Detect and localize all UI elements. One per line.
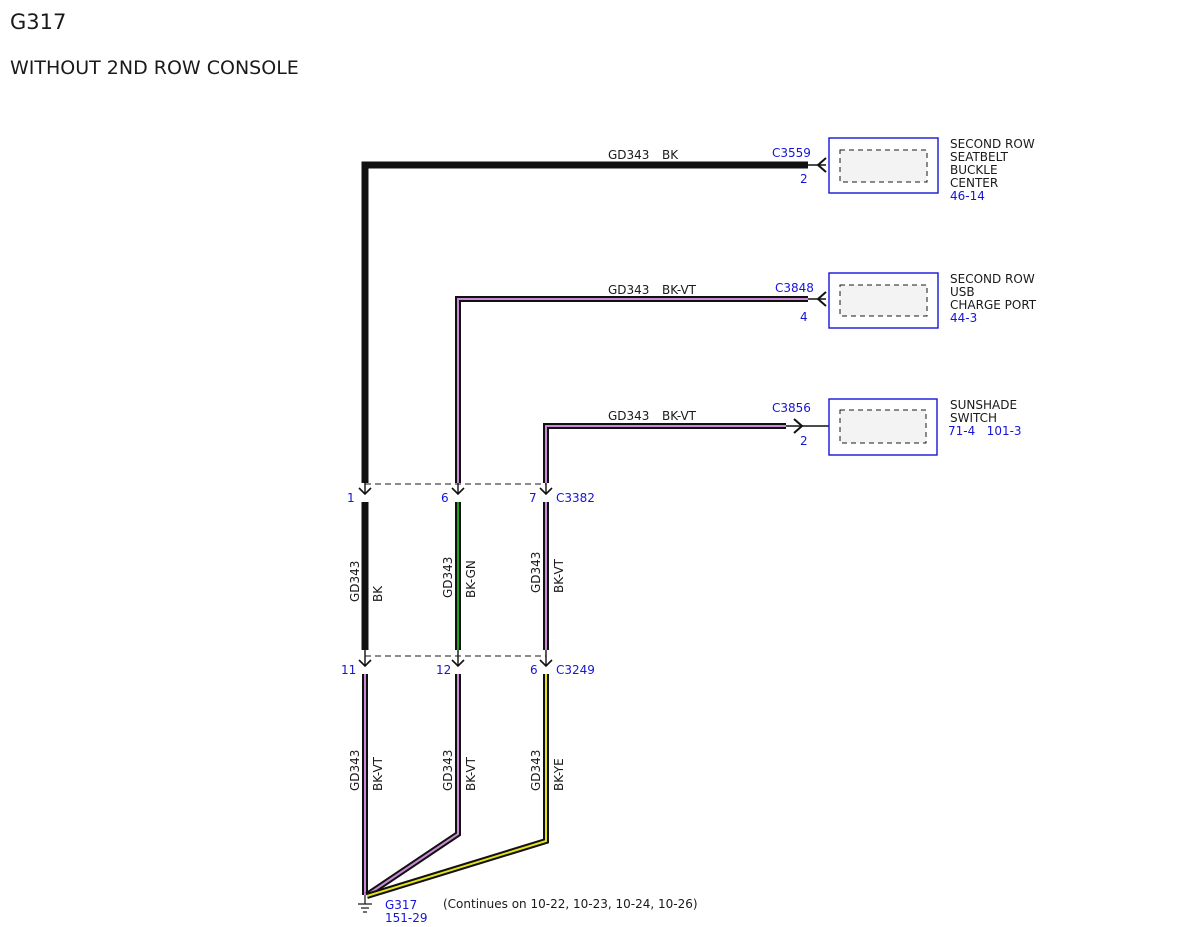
wire-color-label: BK-YE <box>552 758 566 791</box>
pin-number: 11 <box>341 663 356 677</box>
pin-number: 6 <box>530 663 538 677</box>
wire-color-label: BK <box>371 585 385 602</box>
circuit-label: GD343 <box>348 750 362 791</box>
wire-2-upper <box>455 291 827 483</box>
connector-label: C3559 <box>772 146 811 160</box>
page-subtitle: WITHOUT 2ND ROW CONSOLE <box>10 57 299 79</box>
arrow-icon <box>816 157 827 173</box>
arrow-icon <box>793 418 804 434</box>
wire-color-label: BK <box>662 148 679 162</box>
ground-icon <box>358 895 372 913</box>
wire-color-label: BK-VT <box>662 283 697 297</box>
wire-color-label: BK-VT <box>371 756 385 791</box>
circuit-label: GD343 <box>608 283 649 297</box>
component-label-line: BUCKLE <box>950 163 998 177</box>
arrow-icon <box>539 659 553 668</box>
pin-number: 2 <box>800 434 808 448</box>
arrow-icon <box>816 291 827 307</box>
wire-1-upper <box>361 157 827 483</box>
pin-number: 2 <box>800 172 808 186</box>
wire-3-lower <box>366 674 549 899</box>
pin-number: 1 <box>347 491 355 505</box>
pin-number: 12 <box>436 663 451 677</box>
continuation-note: (Continues on 10-22, 10-23, 10-24, 10-26… <box>443 897 698 911</box>
circuit-label: GD343 <box>348 561 362 602</box>
wire-2-lower <box>365 674 461 898</box>
pin-number: 4 <box>800 310 808 324</box>
wire-color-label: BK-VT <box>552 558 566 593</box>
circuit-label: GD343 <box>608 148 649 162</box>
component-sunshade-switch <box>828 398 938 456</box>
component-label-line: CHARGE PORT <box>950 298 1037 312</box>
component-label-line: SWITCH <box>950 411 997 425</box>
component-label-line: USB <box>950 285 975 299</box>
component-page-ref: 71-4 101-3 <box>948 424 1022 438</box>
wire-color-label: BK-GN <box>464 560 478 598</box>
component-label-line: CENTER <box>950 176 998 190</box>
component-page-ref: 44-3 <box>950 311 977 325</box>
arrow-icon <box>358 659 372 668</box>
connector-label: C3848 <box>775 281 814 295</box>
page-title: G317 <box>10 10 66 34</box>
circuit-label: GD343 <box>529 750 543 791</box>
wire-color-label: BK-VT <box>464 756 478 791</box>
circuit-label: GD343 <box>441 557 455 598</box>
connector-label: C3382 <box>556 491 595 505</box>
component-label-line: SUNSHADE <box>950 398 1017 412</box>
component-label-line: SECOND ROW <box>950 272 1035 286</box>
wire-3-upper <box>543 418 838 483</box>
circuit-label: GD343 <box>608 409 649 423</box>
connector-label: C3249 <box>556 663 595 677</box>
component-seatbelt-buckle <box>828 137 939 194</box>
arrow-icon <box>451 659 465 668</box>
ground-label: G317 <box>385 898 417 912</box>
pin-number: 6 <box>441 491 449 505</box>
inline-connector-c3382 <box>358 483 553 496</box>
circuit-label: GD343 <box>529 552 543 593</box>
pin-number: 7 <box>529 491 537 505</box>
component-label-line: SEATBELT <box>950 150 1009 164</box>
component-usb-charge-port <box>828 272 939 329</box>
component-page-ref: 46-14 <box>950 189 985 203</box>
inline-connector-c3249 <box>358 650 553 668</box>
ground-page-ref: 151-29 <box>385 911 428 925</box>
component-label-line: SECOND ROW <box>950 137 1035 151</box>
circuit-label: GD343 <box>441 750 455 791</box>
wire-color-label: BK-VT <box>662 409 697 423</box>
connector-label: C3856 <box>772 401 811 415</box>
